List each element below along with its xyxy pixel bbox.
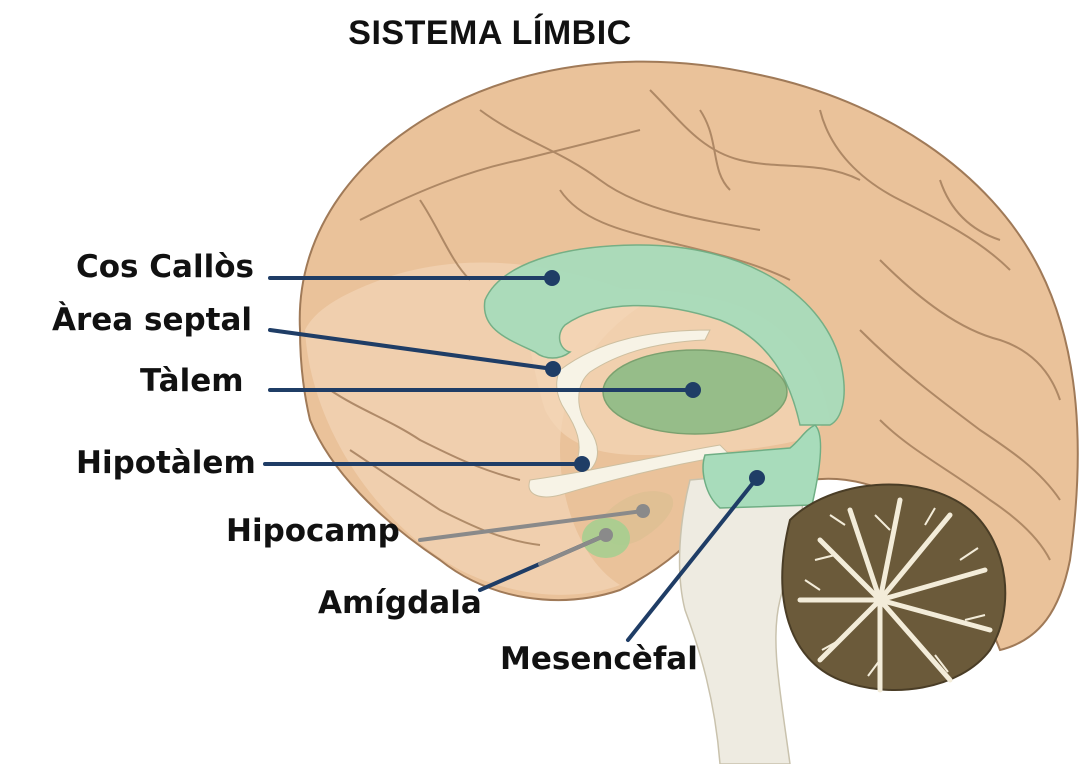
dot-area-septal [545,361,561,377]
label-hipotalem: Hipotàlem [76,448,256,479]
dot-talem [685,382,701,398]
brainstem [680,470,803,764]
dot-mesencefal [749,470,765,486]
dot-hipocamp [636,504,650,518]
label-mesencefal: Mesencèfal [500,644,698,675]
dot-cos-callos [544,270,560,286]
label-hipocamp: Hipocamp [226,516,400,547]
diagram-title: SISTEMA LÍMBIC [0,14,980,53]
label-cos-callos: Cos Callòs [76,252,254,283]
dot-hipotalem [574,456,590,472]
cerebellum [782,485,1005,690]
label-talem: Tàlem [140,366,244,397]
label-area-septal: Àrea septal [52,305,252,336]
label-amigdala: Amígdala [318,588,482,619]
dot-amigdala [599,528,613,542]
